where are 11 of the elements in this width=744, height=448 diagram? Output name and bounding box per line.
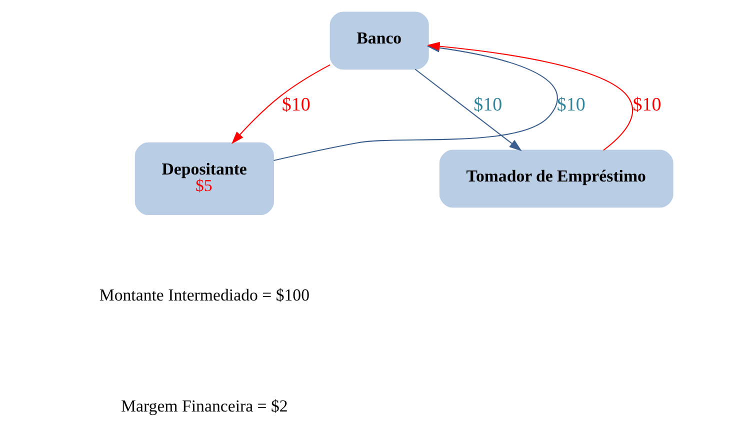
- node-box: Banco: [329, 12, 428, 70]
- edge-label: $10: [632, 94, 661, 116]
- edge-label: $10: [281, 94, 310, 116]
- label: Margem Financeira = $2: [120, 396, 288, 416]
- edge-label: $10: [556, 94, 585, 116]
- arrow: [231, 64, 330, 144]
- arrow: [414, 68, 522, 152]
- edge-label: $10: [473, 94, 502, 116]
- node-box: Tomador de Empréstimo: [438, 150, 673, 208]
- node-box: Depositante $5: [134, 142, 274, 216]
- label: Montante Intermediado = $100: [98, 286, 310, 305]
